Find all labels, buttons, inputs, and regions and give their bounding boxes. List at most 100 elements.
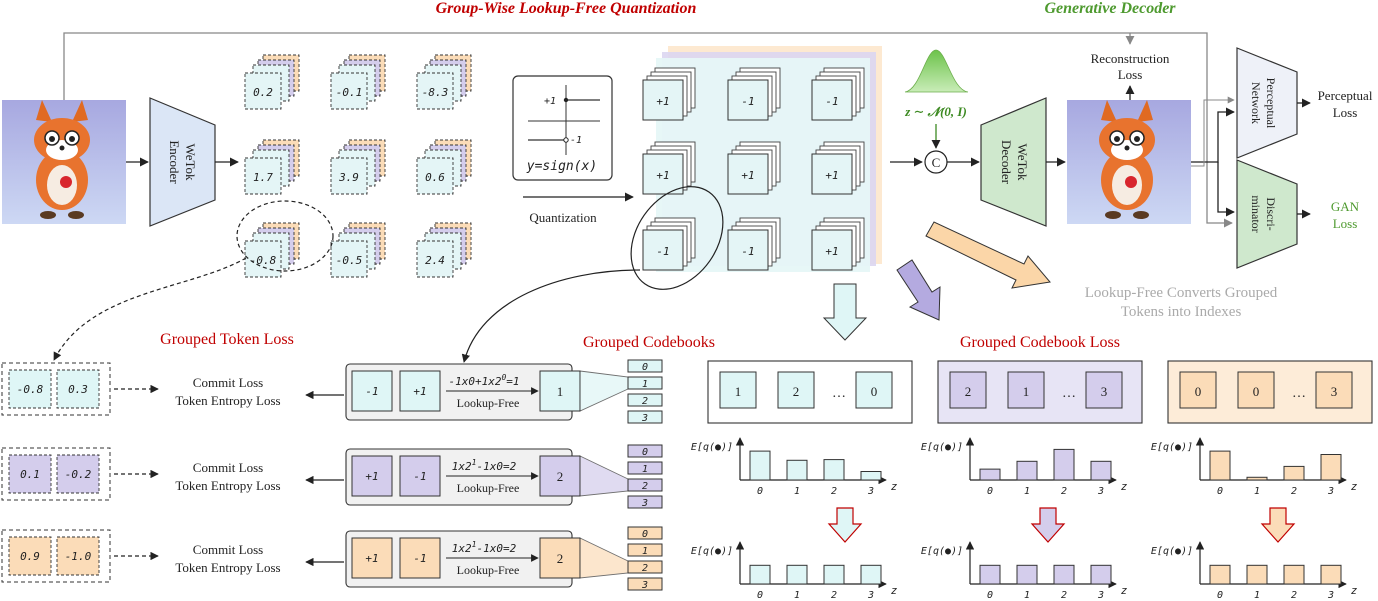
grouped-codebook-loss-title: Grouped Codebook Loss [960,334,1120,351]
token-value: -0.2 [65,468,92,481]
latent-token-front [244,240,282,278]
token-value-box [56,454,100,494]
quantized-value: -1 [741,245,754,258]
chart-bar [823,459,845,481]
balance-arrow [827,507,863,543]
bit-value: -1 [413,470,426,483]
codebook-index-box [1085,371,1123,409]
bit-value: +1 [413,385,426,398]
codebook-entry-label: 2 [642,563,648,574]
chart-tick-label: 3 [867,486,874,497]
latent-token-front [330,72,368,110]
quantized-token-stack: +1 [811,141,865,195]
encoder-label-1: WeTok [183,143,198,181]
bit-box [399,537,441,579]
chart-bar [1090,460,1112,481]
codebook-entry [627,543,663,557]
chart-bar [1320,454,1342,481]
encoder-block: WeTok Encoder [149,97,216,227]
codebook-index-value: 1 [1023,384,1030,399]
latent-value: -0.8 [250,254,277,267]
codebook-entry [627,495,663,509]
quantized-value: +1 [825,169,838,182]
decoder-block: WeTok Decoder [980,97,1047,227]
codebook-index-value: 1 [735,384,742,399]
latent-token-stack: 1.7 [244,139,300,195]
latent-token-front [416,240,454,278]
codebook-index-box [1007,371,1045,409]
codebook-entry-label: 3 [641,498,648,509]
recon-loss-line2: Loss [1118,67,1143,82]
chart-bar [1209,564,1231,585]
perceptual-loss-line2: Loss [1333,105,1358,120]
quantized-token-front [811,229,853,271]
bit-value: -1 [365,385,378,398]
codebook-ellipsis: … [832,386,846,401]
codebook-index-value: 0 [871,384,878,399]
commit-loss-label: Commit Loss [193,460,263,475]
sign-minus-label: -1 [570,135,582,146]
chart-tick-label: 2 [1291,590,1297,601]
chart-tick-label: 3 [1327,590,1334,601]
quantized-tensor: +1-1-1+1+1+1-1-1+1 [642,46,882,272]
quantized-token-front [727,229,769,271]
codebook-index-box [777,371,815,409]
chart-bar [1283,564,1305,585]
discriminator-label-2: minator [1249,195,1263,232]
chart-bar [1053,448,1075,481]
latent-value: 3.9 [338,171,359,184]
quantized-token-stack: +1 [811,217,865,271]
chart-bar [1053,564,1075,585]
formula-exponent: 1 [472,540,477,549]
codebook-entry [627,478,663,492]
chart-bar [1246,476,1268,481]
recon-loss-line1: Reconstruction [1091,51,1170,66]
codebook-entry [627,444,663,458]
token-value-box [56,536,100,576]
orange-diagonal-arrow [925,221,1051,289]
codebook-index-value: 0 [1195,384,1202,399]
decoder-title: Generative Decoder [1044,0,1176,17]
chart-y-label: E[q(●)] [1151,546,1193,557]
quantized-value: +1 [656,169,669,182]
quantized-value: -1 [656,245,669,258]
perceptual-network-label-2: Network [1249,82,1263,124]
chart-bar [786,564,808,585]
skip-connection-line [63,32,1233,228]
bit-box [399,370,441,412]
selected-token-ellipse [236,200,334,272]
token-loss-box [1,362,111,416]
codebook-highlight-wedge [579,370,629,412]
quantized-token-front [642,153,684,195]
latent-value: 0.2 [253,86,273,99]
codebook-highlight-wedge [579,455,629,497]
codebook-entry-label: 0 [642,362,648,373]
index-box [539,455,581,497]
lookup-formula: -1x0+1x20=1 [448,373,519,388]
discriminator-block: Discri- minator [1236,159,1298,269]
chart-tick-label: 3 [1097,590,1104,601]
chart-y-label: E[q(●)] [921,546,963,557]
latent-token-front [330,240,368,278]
discriminator-label-1: Discri- [1264,197,1278,230]
quantized-value: -1 [741,95,754,108]
chart-bar [1016,460,1038,481]
latent-token-stack: 0.6 [416,139,472,195]
chart-tick-label: 0 [987,486,993,497]
token-entropy-loss-label: Token Entropy Loss [175,393,280,408]
token-value: -0.8 [17,383,44,396]
latent-token-front [244,157,282,195]
latent-token-front [330,157,368,195]
bit-box [351,455,393,497]
codebook-ellipsis: … [1062,386,1076,401]
quantized-token-front [727,79,769,121]
chart-tick-label: 0 [757,590,763,601]
chart-tick-label: 0 [1217,486,1223,497]
selected-quant-ellipse [630,186,724,290]
